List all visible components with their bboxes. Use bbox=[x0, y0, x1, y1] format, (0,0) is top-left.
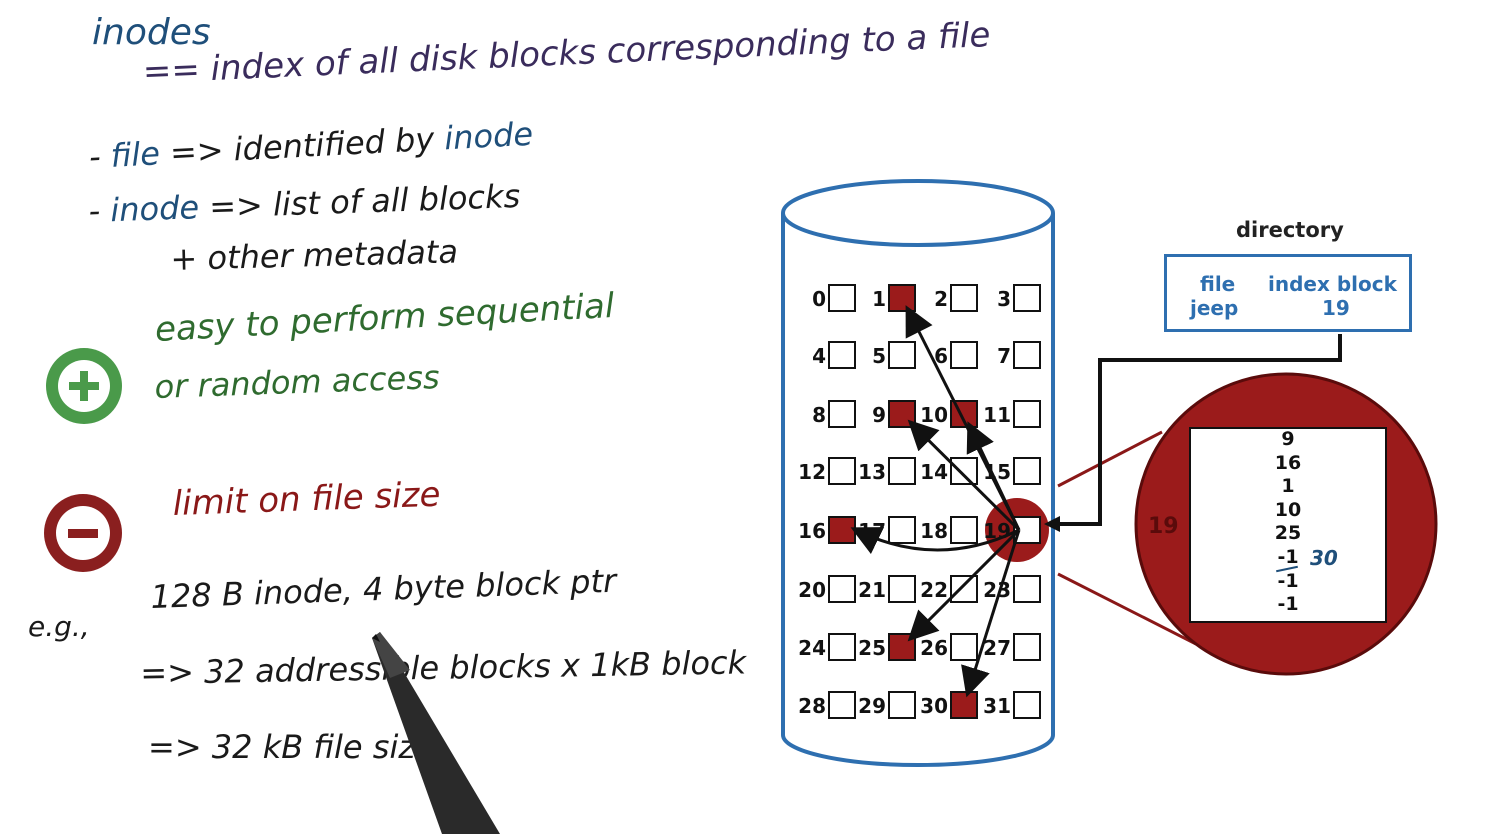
disk-block-label-30: 30 bbox=[920, 694, 948, 718]
index-block-label: 19 bbox=[1148, 514, 1179, 539]
disk-block-label-29: 29 bbox=[858, 694, 886, 718]
disk-block-1 bbox=[888, 284, 916, 312]
disk-block-22 bbox=[950, 575, 978, 603]
pointer-arrow-9 bbox=[907, 419, 1021, 532]
disk-block-label-24: 24 bbox=[798, 636, 826, 660]
pointer-arrow-16 bbox=[850, 527, 1020, 555]
disk-block-label-16: 16 bbox=[798, 519, 826, 543]
magnifier bbox=[1134, 372, 1438, 676]
disk-block-8 bbox=[828, 400, 856, 428]
disk-block-label-18: 18 bbox=[920, 519, 948, 543]
directory-col-file: file bbox=[1200, 272, 1236, 296]
disk-block-13 bbox=[888, 457, 916, 485]
index-entry-correction: 30 bbox=[1310, 546, 1338, 570]
index-entry: 1 bbox=[1281, 475, 1295, 498]
disk-block-label-3: 3 bbox=[997, 287, 1011, 311]
disk-block-label-6: 6 bbox=[934, 344, 948, 368]
disk-block-label-20: 20 bbox=[798, 578, 826, 602]
disk-block-26 bbox=[950, 633, 978, 661]
eg-label: e.g., bbox=[28, 610, 90, 643]
pointer-arrow-10 bbox=[966, 421, 1021, 531]
disk-block-23 bbox=[1013, 575, 1041, 603]
disk-block-2 bbox=[950, 284, 978, 312]
disk-block-label-11: 11 bbox=[983, 403, 1011, 427]
disk-block-14 bbox=[950, 457, 978, 485]
disk-block-label-10: 10 bbox=[920, 403, 948, 427]
disk-block-30 bbox=[950, 691, 978, 719]
disk-block-label-26: 26 bbox=[920, 636, 948, 660]
disk-block-label-8: 8 bbox=[812, 403, 826, 427]
directory-row-file: jeep bbox=[1190, 296, 1239, 320]
disk-block-7 bbox=[1013, 341, 1041, 369]
disk-block-label-2: 2 bbox=[934, 287, 948, 311]
connectors bbox=[1044, 334, 1342, 646]
index-entry: 10 bbox=[1274, 498, 1302, 521]
disk-block-label-9: 9 bbox=[872, 403, 886, 427]
index-entry: -1 bbox=[1277, 545, 1299, 568]
disk-block-25 bbox=[888, 633, 916, 661]
disk-block-9 bbox=[888, 400, 916, 428]
disk-block-label-31: 31 bbox=[983, 694, 1011, 718]
index-entry: -1 bbox=[1277, 593, 1299, 616]
disk-block-12 bbox=[828, 457, 856, 485]
pointer-arrow-30 bbox=[961, 529, 1021, 698]
disk-block-label-28: 28 bbox=[798, 694, 826, 718]
directory-col-index: index block bbox=[1268, 272, 1397, 296]
notes-title: inodes bbox=[92, 12, 211, 53]
directory-row-index: 19 bbox=[1322, 296, 1350, 320]
plus-circle-icon bbox=[46, 348, 122, 424]
disk-block-31 bbox=[1013, 691, 1041, 719]
directory-title: directory bbox=[1236, 218, 1344, 242]
minus-circle-icon bbox=[44, 494, 122, 572]
disk-block-15 bbox=[1013, 457, 1041, 485]
disk-block-label-7: 7 bbox=[997, 344, 1011, 368]
disk-block-0 bbox=[828, 284, 856, 312]
pointer-arrows bbox=[850, 305, 1021, 698]
index-entry: 16 bbox=[1274, 451, 1302, 474]
disk-block-3 bbox=[1013, 284, 1041, 312]
pen-icon bbox=[372, 632, 500, 834]
disk-block-label-0: 0 bbox=[812, 287, 826, 311]
disk-block-18 bbox=[950, 516, 978, 544]
disk-block-27 bbox=[1013, 633, 1041, 661]
disk-block-label-12: 12 bbox=[798, 460, 826, 484]
index-entry: -1 bbox=[1277, 569, 1299, 592]
disk-block-label-14: 14 bbox=[920, 460, 948, 484]
disk-block-label-5: 5 bbox=[872, 344, 886, 368]
disk-block-label-21: 21 bbox=[858, 578, 886, 602]
disk-block-label-25: 25 bbox=[858, 636, 886, 660]
disk-block-29 bbox=[888, 691, 916, 719]
disk-block-20 bbox=[828, 575, 856, 603]
disk-block-17 bbox=[888, 516, 916, 544]
disk-block-label-1: 1 bbox=[872, 287, 886, 311]
disk-block-label-27: 27 bbox=[983, 636, 1011, 660]
pointer-arrow-25 bbox=[907, 528, 1021, 642]
eg-line3: => 32 kB file size bbox=[148, 728, 435, 766]
directory-table bbox=[1164, 254, 1412, 332]
disk-block-11 bbox=[1013, 400, 1041, 428]
disk-block-6 bbox=[950, 341, 978, 369]
disk-block-5 bbox=[888, 341, 916, 369]
index-block-entries: 9 16 1 10 25 -1 -1 -1 bbox=[1190, 428, 1386, 617]
disk-block-16 bbox=[828, 516, 856, 544]
disk-block-21 bbox=[888, 575, 916, 603]
disk-block-4 bbox=[828, 341, 856, 369]
disk-block-label-4: 4 bbox=[812, 344, 826, 368]
index-entry: 9 bbox=[1281, 428, 1295, 450]
disk-block-label-22: 22 bbox=[920, 578, 948, 602]
disk-block-label-13: 13 bbox=[858, 460, 886, 484]
index-entry: 25 bbox=[1274, 522, 1302, 545]
disk-block-24 bbox=[828, 633, 856, 661]
disk-block-28 bbox=[828, 691, 856, 719]
